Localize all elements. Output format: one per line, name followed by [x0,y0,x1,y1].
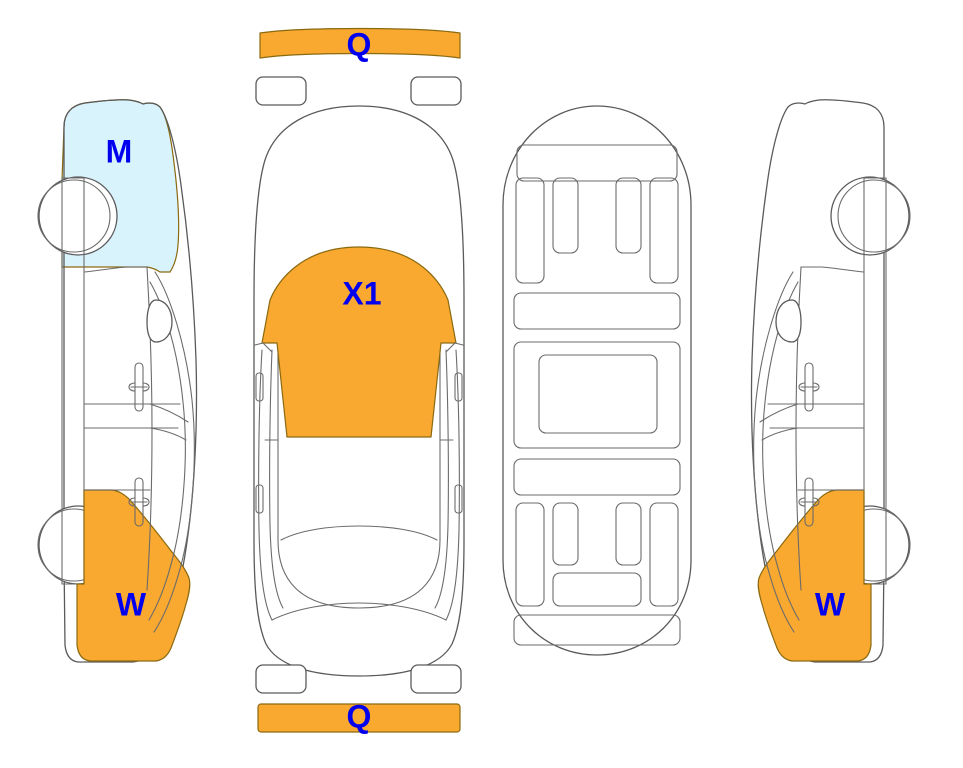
right-front-door-handle [798,362,820,412]
underbody-front-crossmember [516,144,678,182]
label-right-W: W [815,586,846,622]
right-rear-door-handle [798,477,820,527]
top-right-flank [445,349,460,621]
left-belt-seam [149,403,189,423]
left-rear-door-handle [128,477,150,527]
top-rear-window [280,525,438,541]
top-left-mirror-arm [254,342,273,353]
top-right-mirror-arm [445,342,464,353]
left-front-wheel-outer [38,176,118,256]
top-view[interactable]: Q X1 Q [253,26,465,734]
label-left-M: M [106,133,133,169]
label-top-front-Q: Q [347,26,372,62]
right-panel-seam-upper [800,266,865,273]
top-front-plate-left [255,76,307,106]
zone-right-W[interactable] [757,489,872,662]
top-right-flank-inner [434,349,449,609]
underbody-rear-rail-right-outer [649,502,679,607]
left-greenhouse-arc [153,271,195,633]
underbody-rail-right-outer [649,177,679,284]
top-front-plate-right [410,76,462,106]
zone-top-rear-bumper-Q[interactable] [257,703,461,733]
underbody-rail-left-inner [552,177,579,254]
underbody-rear-crossmember [513,458,681,496]
underbody-tunnel [538,354,658,434]
right-greenhouse-arc [753,271,795,633]
underbody-rear-rail-left-inner [552,502,579,566]
underbody-rear-panel [513,614,681,646]
underbody-rear-rail-left-outer [515,502,545,607]
right-belt-seam [759,403,799,423]
underbody-mid-crossmember [513,292,681,330]
right-belt-seam-2 [761,427,799,441]
right-mirror [775,299,802,343]
top-right-handle-front [454,372,463,402]
top-left-handle-front [255,372,264,402]
zone-top-hood-X1[interactable] [261,246,457,438]
underbody-floor-pan [513,341,681,449]
top-body-outline [253,105,465,677]
left-panel-seam-upper [83,266,148,273]
label-left-W: W [116,586,147,622]
left-front-door-handle [128,362,150,412]
underbody-view[interactable] [502,105,692,656]
top-rear-plate-left [255,664,307,694]
left-mirror [146,299,173,343]
underbody-spare-well [552,572,642,607]
top-rear-deck [271,602,447,621]
top-left-handle-rear [255,484,264,514]
left-belt-seam-2 [149,427,187,441]
label-top-hood-X1: X1 [342,275,381,311]
left-side-view[interactable]: M W [37,99,198,663]
top-rear-plate-right [410,664,462,694]
left-front-wheel-inner [37,179,111,253]
underbody-rear-rail-right-inner [615,502,642,566]
right-front-wheel-inner [837,179,911,253]
top-left-flank-inner [269,349,284,609]
zone-top-front-bumper-Q[interactable] [259,27,461,59]
top-right-handle-rear [454,484,463,514]
underbody-rail-right-inner [615,177,642,254]
top-left-flank [258,349,273,621]
right-side-view[interactable] [750,99,911,663]
label-top-rear-Q: Q [347,698,372,734]
right-front-wheel-outer [830,176,910,256]
zone-left-W[interactable] [76,489,191,662]
underbody-rail-left-outer [515,177,545,284]
underbody-outline [502,105,692,656]
